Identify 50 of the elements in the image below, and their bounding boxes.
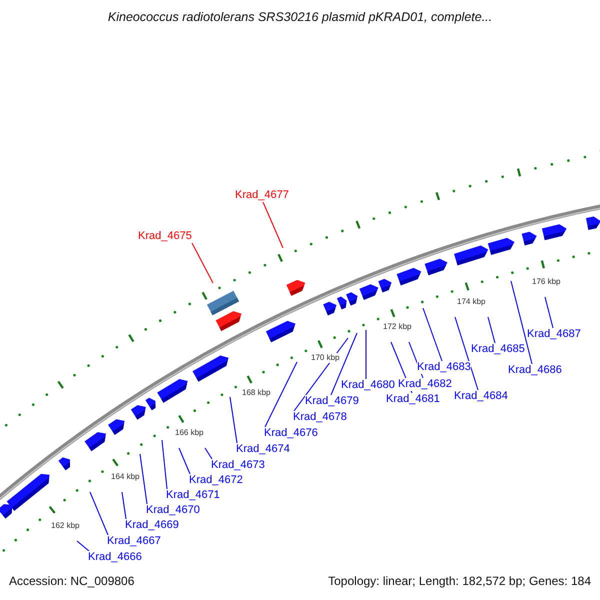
- leader-line: [454, 316, 478, 390]
- gene-label: Krad_4675: [138, 230, 192, 243]
- gene-label: Krad_4678: [293, 411, 347, 424]
- gene-label: Krad_4686: [508, 364, 562, 377]
- leader-line: [204, 448, 212, 460]
- gene-label: Krad_4676: [264, 427, 318, 440]
- leader-line: [76, 540, 90, 552]
- title: Kineococcus radiotolerans SRS30216 plasmid pKRAD01, complete...: [106, 9, 494, 25]
- gene-label: Krad_4682: [398, 378, 452, 391]
- scale-label: 166 kbp: [175, 428, 204, 438]
- leader-line: [262, 202, 284, 248]
- leader-line: [330, 332, 358, 396]
- gene-label: Krad_4684: [454, 390, 508, 403]
- leader-line: [90, 492, 108, 536]
- scale-label: 172 kbp: [383, 322, 412, 332]
- gene-label: Krad_4667: [107, 535, 161, 548]
- gene-label: Krad_4672: [189, 474, 243, 487]
- leader-line: [422, 308, 442, 362]
- gene-label: Krad_4677: [235, 189, 289, 202]
- info-text: Accession: NC_009806: [9, 574, 134, 588]
- gene-label: Krad_4680: [341, 379, 395, 392]
- scale-label: 174 kbp: [457, 297, 486, 307]
- leader-line: [178, 448, 190, 474]
- gene-label: Krad_4671: [166, 489, 220, 502]
- gene-label: Krad_4673: [211, 459, 265, 472]
- leader-line: [510, 280, 532, 364]
- leader-line: [140, 454, 148, 504]
- leader-line: [162, 440, 168, 490]
- gene-label: Krad_4669: [125, 519, 179, 532]
- gene-label: Krad_4670: [146, 504, 200, 517]
- scale-label: 162 kbp: [51, 521, 80, 531]
- leader-line: [122, 492, 126, 520]
- leader-line: [230, 396, 238, 444]
- gene-label: Krad_4681: [386, 393, 440, 406]
- gene-label: Krad_4679: [305, 395, 359, 408]
- leader-line: [264, 362, 298, 428]
- gene-label: Krad_4687: [527, 328, 581, 341]
- leader-line: [294, 338, 348, 412]
- gene-label: Krad_4683: [417, 361, 471, 374]
- leader-line: [192, 242, 214, 284]
- gene-label: Krad_4685: [471, 343, 525, 356]
- leader-line: [544, 296, 554, 328]
- leader-line: [488, 316, 496, 344]
- scale-label: 170 kbp: [311, 353, 340, 363]
- gene-label: Krad_4666: [88, 551, 142, 564]
- info-text: Topology: linear; Length: 182,572 bp; Genes: 184: [328, 574, 591, 588]
- scale-label: 168 kbp: [242, 388, 270, 398]
- scale-label: 176 kbp: [532, 277, 560, 287]
- scale-label: 164 kbp: [111, 472, 140, 482]
- gene-label: Krad_4674: [236, 443, 290, 456]
